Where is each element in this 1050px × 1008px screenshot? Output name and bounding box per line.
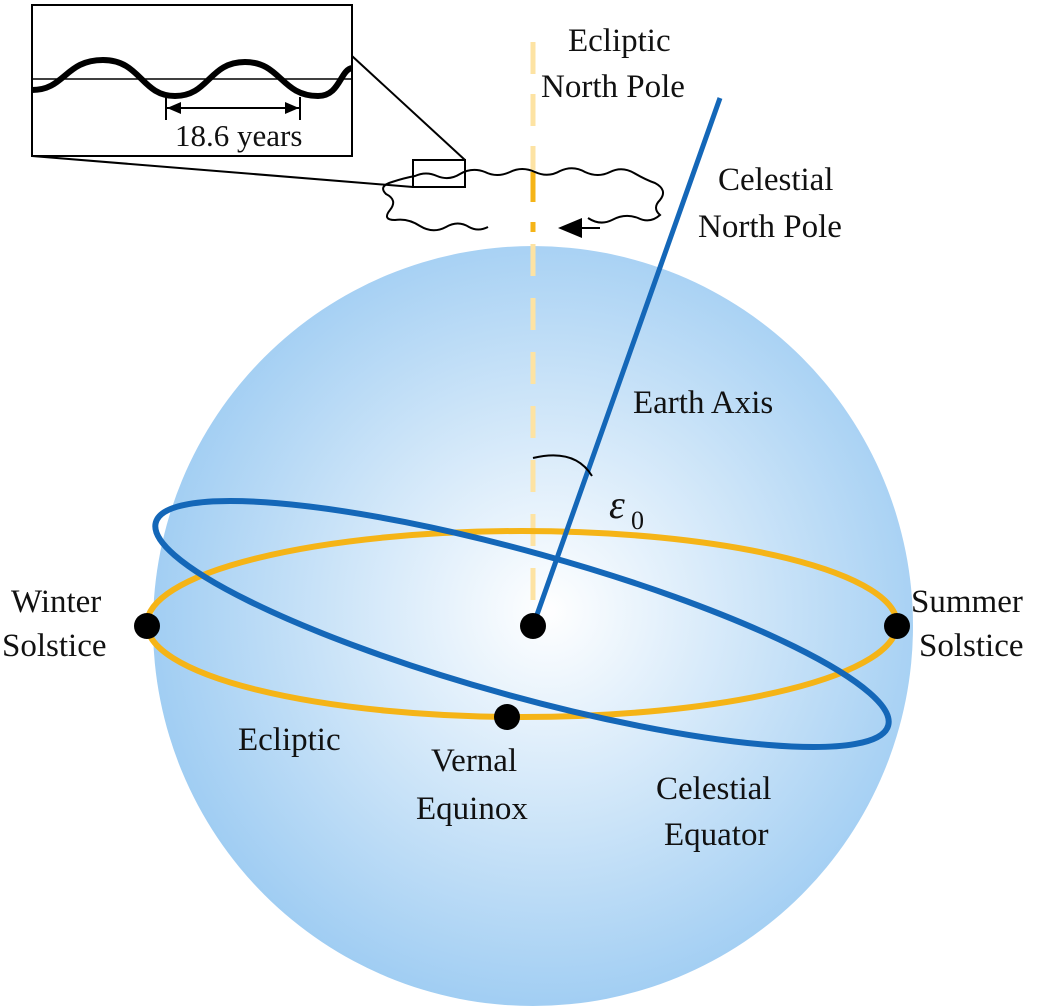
obliquity-arc [532, 454, 593, 477]
vernal-equinox-point [494, 704, 520, 730]
celestial-equator-label-line1: Celestial [656, 771, 771, 807]
inset-nutation-wave [31, 56, 354, 100]
zoom-leader-bottom [31, 155, 414, 188]
earth-axis-label: Earth Axis [633, 385, 773, 421]
obliquity-subscript: 0 [631, 506, 644, 535]
summer-solstice-label-line1: Summer [911, 584, 1023, 620]
nutation-inset-box [31, 4, 353, 157]
arrow-left-icon [558, 218, 582, 238]
summer-solstice-label-line2: Solstice [919, 628, 1024, 664]
winter-solstice-label-line1: Winter [11, 584, 101, 620]
ecliptic-north-pole-label-line2: North Pole [541, 69, 685, 105]
period-arrow-left-icon [167, 102, 181, 114]
period-arrow-right-icon [285, 102, 299, 114]
vernal-equinox-label-line2: Equinox [416, 791, 528, 827]
winter-solstice-label-line2: Solstice [2, 628, 107, 664]
obliquity-symbol: ε [609, 482, 625, 527]
celestial-north-pole-label-line2: North Pole [698, 209, 842, 245]
nutation-period-label: 18.6 years [175, 118, 302, 153]
ecliptic-label: Ecliptic [238, 722, 341, 758]
celestial-north-pole-label-line1: Celestial [718, 162, 833, 198]
zoom-leader-top [351, 55, 466, 161]
earth-axis-line [530, 97, 723, 627]
celestial-equator-label-line2: Equator [664, 817, 768, 853]
winter-solstice-point [134, 613, 160, 639]
vernal-equinox-label-line1: Vernal [431, 743, 517, 779]
center-point [520, 613, 546, 639]
celestial-equator-circle [152, 498, 892, 750]
zoom-source-box [412, 159, 466, 188]
precession-wavy-path [382, 167, 665, 232]
ecliptic-north-pole-label-line1: Ecliptic [568, 23, 671, 59]
summer-solstice-point [884, 613, 910, 639]
